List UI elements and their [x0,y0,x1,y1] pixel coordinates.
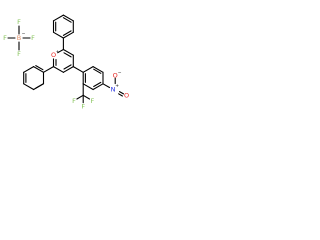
bond-c-f-right [82,94,91,100]
atom-f-top: F [17,18,21,26]
atom-o-nitro-right: O [124,91,129,99]
charge-b: − [22,32,26,37]
atom-f-bottom: F [17,50,21,58]
bond-c2-c3 [62,48,74,56]
bond-c4-c5 [62,66,74,73]
atom-f-cf3-left: F [72,97,76,105]
charge-o-ring: + [56,49,60,55]
atom-n-nitro: N [111,86,116,94]
atom-o-ring: O [51,51,56,59]
atom-f-left: F [3,34,7,42]
bond-n-o-right [118,91,125,95]
atom-f-right: F [31,34,35,42]
bond-o-c2 [57,48,64,54]
chemical-structure: F F F F B − O + N + O − O F F F [3,14,129,111]
bond-c5-c6 [52,66,64,73]
atom-b: B [17,34,21,42]
bond-c4-aryl [72,66,84,73]
charge-o-nitro: − [118,70,122,75]
atom-labels: F F F F B − O + N + O − O F F F [3,18,129,111]
charge-n-nitro: + [115,83,119,89]
bond-c2-c3-double [63,52,72,58]
bond-aryl-n [102,83,111,89]
bond-c-f-left [76,94,84,100]
bonds [7,14,125,104]
bond-c4-c5-double [63,64,72,70]
atom-f-cf3-down: F [81,103,85,111]
atom-o-nitro-top: O [113,71,118,79]
atom-f-cf3-right: F [91,97,95,105]
bond-c6-phenyl [42,66,55,73]
